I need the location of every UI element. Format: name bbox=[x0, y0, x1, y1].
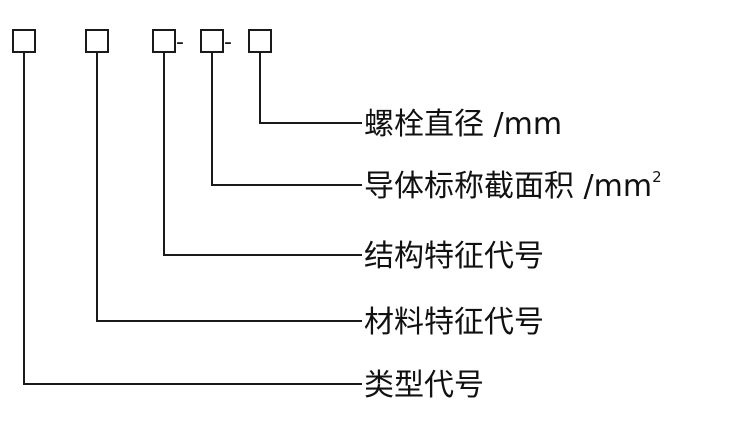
label-text: 结构特征代号 bbox=[364, 239, 544, 274]
code-box-cross-section bbox=[200, 29, 224, 53]
leader-line-type bbox=[23, 52, 362, 385]
label-material-code: 材料特征代号 bbox=[364, 305, 544, 340]
label-superscript: 2 bbox=[652, 168, 662, 186]
label-text: 类型代号 bbox=[364, 368, 484, 403]
code-separator: - bbox=[224, 30, 232, 55]
code-box-bolt-diameter bbox=[248, 29, 272, 53]
label-text: 螺栓直径 /mm bbox=[364, 107, 562, 142]
label-text: 材料特征代号 bbox=[364, 305, 544, 340]
label-cross-section: 导体标称截面积 /mm2 bbox=[364, 168, 662, 204]
code-separator: - bbox=[176, 30, 184, 55]
label-text: 导体标称截面积 /mm bbox=[364, 169, 652, 204]
label-bolt-diameter: 螺栓直径 /mm bbox=[364, 107, 562, 142]
leader-line-material bbox=[96, 52, 362, 322]
leader-line-bolt-diameter bbox=[259, 52, 362, 124]
code-box-type bbox=[12, 29, 36, 53]
code-box-structure bbox=[152, 29, 176, 53]
leader-line-structure bbox=[163, 52, 362, 256]
label-type-code: 类型代号 bbox=[364, 368, 484, 403]
label-structure-code: 结构特征代号 bbox=[364, 239, 544, 274]
code-box-material bbox=[85, 29, 109, 53]
leader-line-cross-section bbox=[211, 52, 362, 186]
